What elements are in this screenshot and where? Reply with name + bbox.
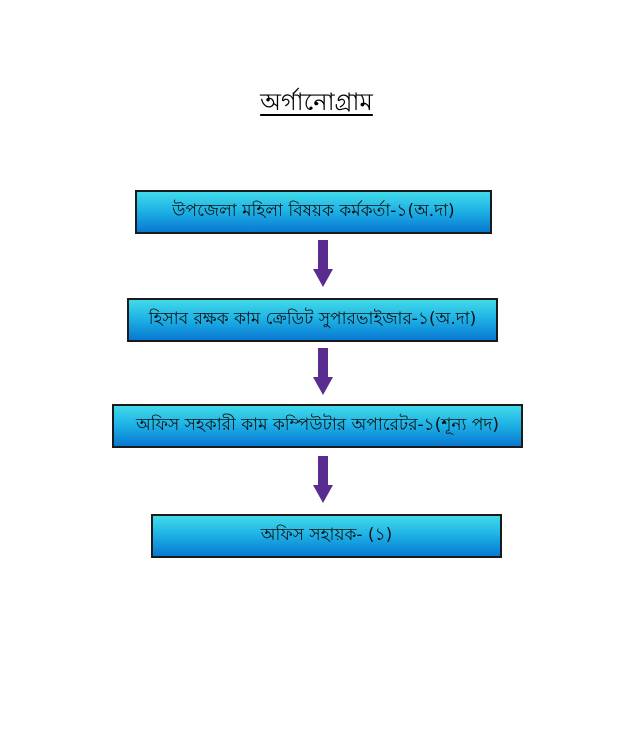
- org-box-label: উপজেলা মহিলা বিষয়ক কর্মকর্তা-১(অ.দা): [172, 201, 455, 221]
- down-arrow-icon: [313, 240, 333, 287]
- page-title: অর্গানোগ্রাম: [0, 84, 633, 124]
- title-text: অর্গানোগ্রাম: [260, 88, 373, 116]
- org-box-label: অফিস সহায়ক- (১): [260, 525, 393, 545]
- org-box-office-assistant-computer-operator: অফিস সহকারী কাম কম্পিউটার অপারেটর-১(শূন্…: [112, 404, 523, 448]
- down-arrow-icon: [313, 348, 333, 395]
- org-box-accountant-credit-supervisor: হিসাব রক্ষক কাম ক্রেডিট সুপারভাইজার-১(অ.…: [127, 298, 498, 342]
- org-box-label: হিসাব রক্ষক কাম ক্রেডিট সুপারভাইজার-১(অ.…: [148, 309, 477, 329]
- org-box-women-affairs-officer: উপজেলা মহিলা বিষয়ক কর্মকর্তা-১(অ.দা): [135, 190, 492, 234]
- org-box-label: অফিস সহকারী কাম কম্পিউটার অপারেটর-১(শূন্…: [136, 415, 499, 435]
- org-box-office-support-staff: অফিস সহায়ক- (১): [151, 514, 502, 558]
- down-arrow-icon: [313, 456, 333, 503]
